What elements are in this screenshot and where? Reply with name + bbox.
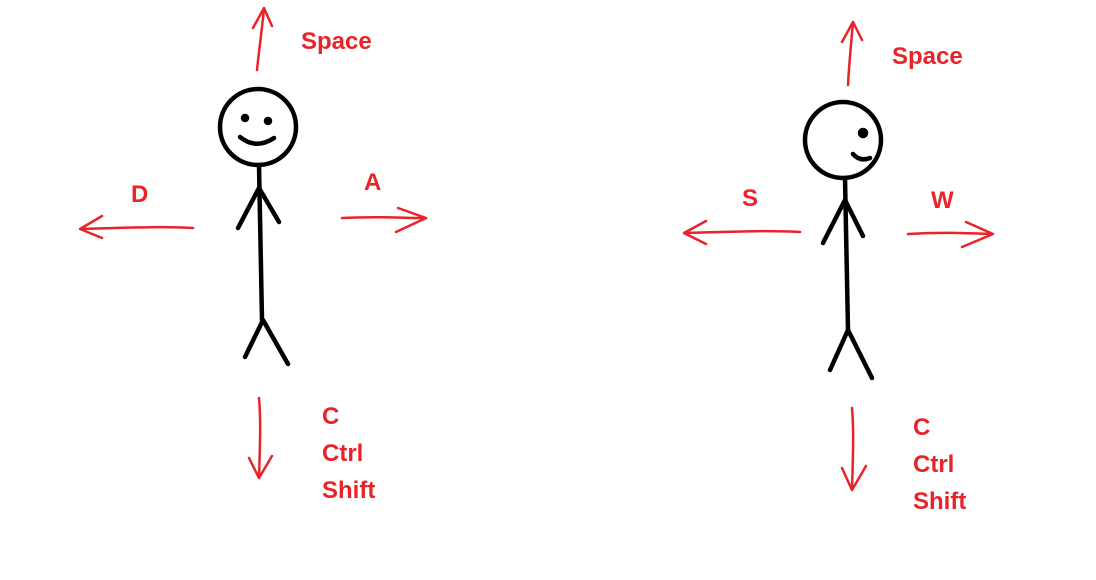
- label-front-left: D: [131, 181, 149, 208]
- arrow-front-left: [78, 214, 195, 240]
- figure-front-left-eye: [240, 113, 250, 123]
- label-front-up: Space: [301, 28, 372, 55]
- figure-side-eye: [857, 127, 869, 139]
- figure-front-right-eye: [263, 116, 273, 126]
- arrows-front: [78, 6, 428, 480]
- label-side-down-2: Ctrl: [913, 451, 955, 478]
- figure-front-head: [217, 86, 299, 168]
- figure-front-smile: [237, 134, 277, 146]
- label-side-left: S: [742, 185, 759, 212]
- arrow-front-right: [340, 206, 428, 234]
- arrow-side-right: [906, 220, 995, 249]
- figure-front-arms: [235, 185, 282, 231]
- label-front-down-3: Shift: [322, 477, 376, 504]
- label-front-right: A: [364, 169, 382, 196]
- label-front-down-2: Ctrl: [322, 440, 364, 467]
- arrows-side: [682, 20, 995, 492]
- figure-side-mouth: [850, 151, 873, 162]
- stick-figure-side: [802, 99, 884, 381]
- label-front-down: C Ctrl Shift: [322, 398, 375, 509]
- label-side-down-3: Shift: [913, 488, 967, 515]
- figure-side-legs: [827, 327, 875, 381]
- figure-side-arms: [820, 197, 866, 246]
- arrow-side-up: [840, 20, 864, 87]
- arrow-front-down: [247, 396, 274, 480]
- arrow-front-up: [251, 6, 274, 72]
- arrow-side-down: [840, 406, 868, 492]
- figure-front-legs: [242, 317, 291, 367]
- label-side-right: W: [931, 187, 954, 214]
- figure-side-head: [802, 99, 884, 181]
- label-side-down-1: C: [913, 414, 931, 441]
- label-side-up: Space: [892, 43, 963, 70]
- label-side-down: C Ctrl Shift: [913, 409, 966, 520]
- stick-figure-front: [217, 86, 299, 367]
- arrow-side-left: [682, 219, 802, 246]
- label-front-down-1: C: [322, 403, 340, 430]
